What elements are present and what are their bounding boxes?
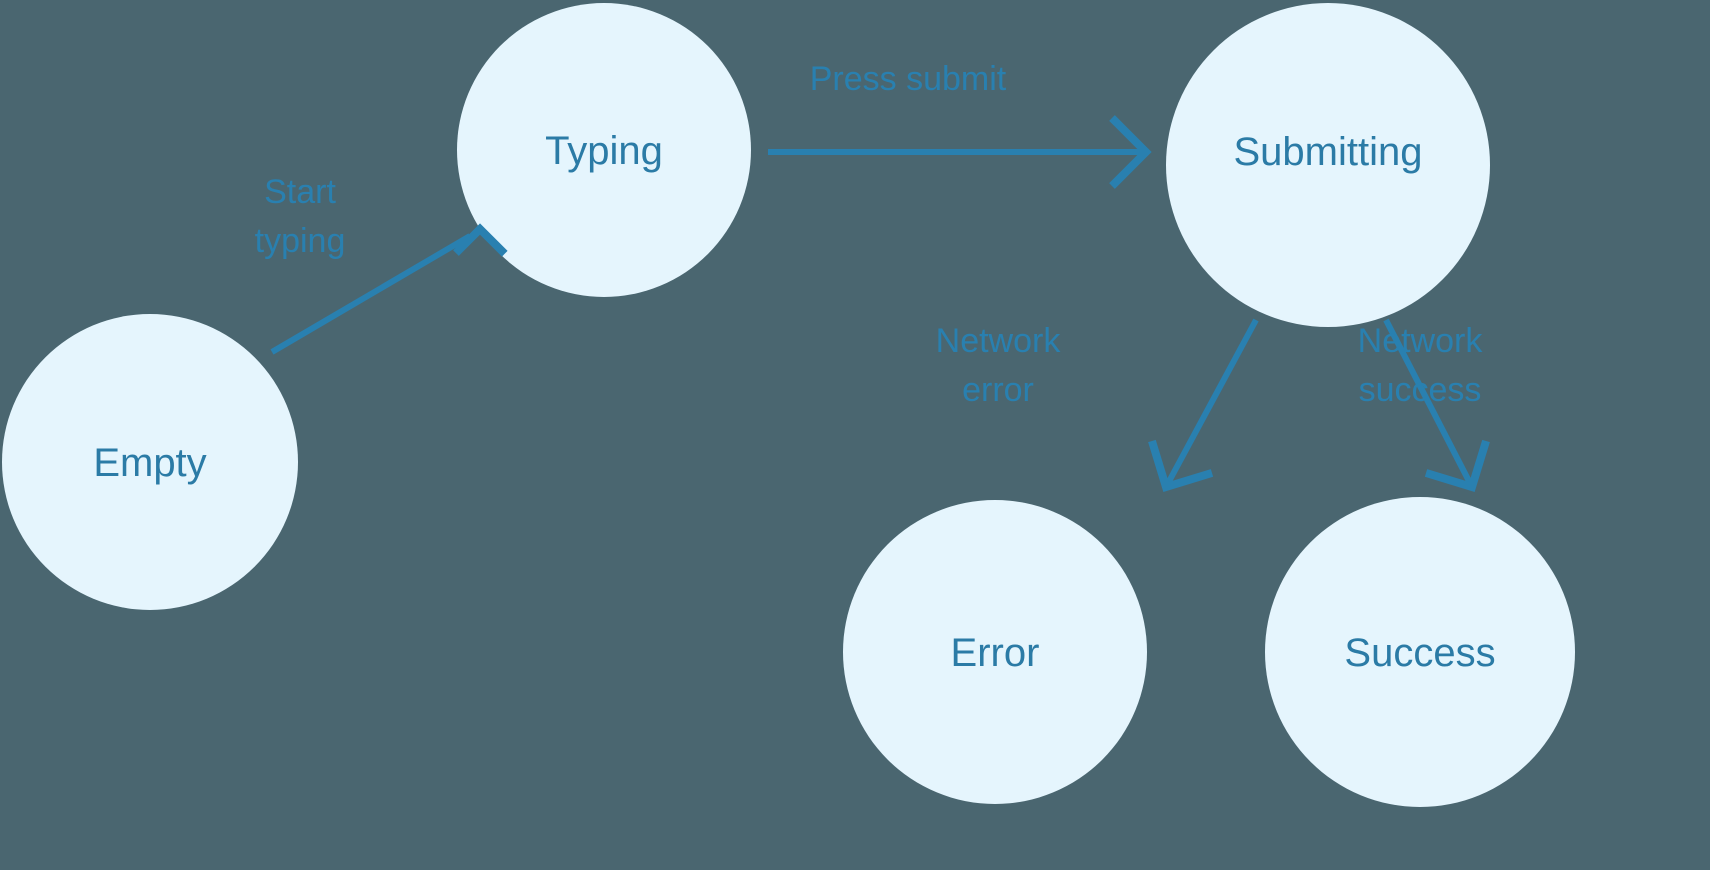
edge-submitting-to-success-arrowhead — [1424, 439, 1490, 492]
node-error-circle[interactable] — [843, 500, 1147, 804]
node-empty-circle[interactable] — [2, 314, 298, 610]
edge-submitting-to-error-line — [1163, 318, 1259, 489]
edge-typing-to-submitting: Press submit — [768, 60, 1152, 189]
node-success-label: Success — [1344, 631, 1495, 675]
node-error[interactable]: Error — [843, 500, 1147, 804]
node-success-circle[interactable] — [1265, 497, 1575, 807]
edge-submitting-to-success-label-line1: Network — [1358, 322, 1484, 360]
edge-typing-to-submitting-label: Press submit — [810, 60, 1007, 98]
edge-submitting-to-error-label-line1: Network — [936, 322, 1062, 360]
node-empty[interactable]: Empty — [2, 314, 298, 610]
edge-empty-to-typing-line — [270, 233, 472, 355]
node-typing[interactable]: Typing — [457, 3, 751, 297]
edge-submitting-to-success-line — [1383, 318, 1475, 489]
node-typing-circle[interactable] — [457, 3, 751, 297]
edge-empty-to-typing: Start typing — [255, 173, 508, 355]
edge-empty-to-typing-arrowhead — [453, 223, 508, 257]
edge-submitting-to-success: Network success — [1358, 318, 1490, 492]
node-empty-label: Empty — [93, 441, 206, 485]
node-error-label: Error — [951, 631, 1040, 675]
node-submitting[interactable]: Submitting — [1166, 3, 1490, 327]
edge-empty-to-typing-label-line1: Start — [264, 173, 336, 211]
node-success[interactable]: Success — [1265, 497, 1575, 807]
node-typing-label: Typing — [545, 129, 663, 173]
edge-typing-to-submitting-arrowhead — [1109, 115, 1152, 189]
edge-submitting-to-error-label-line2: error — [962, 371, 1034, 409]
edge-empty-to-typing-label-line2: typing — [255, 222, 346, 260]
edge-submitting-to-error: Network error — [936, 318, 1259, 492]
edge-submitting-to-success-label-line2: success — [1359, 371, 1482, 409]
edge-submitting-to-error-arrowhead — [1148, 439, 1214, 492]
node-submitting-label: Submitting — [1234, 130, 1423, 174]
node-submitting-circle[interactable] — [1166, 3, 1490, 327]
